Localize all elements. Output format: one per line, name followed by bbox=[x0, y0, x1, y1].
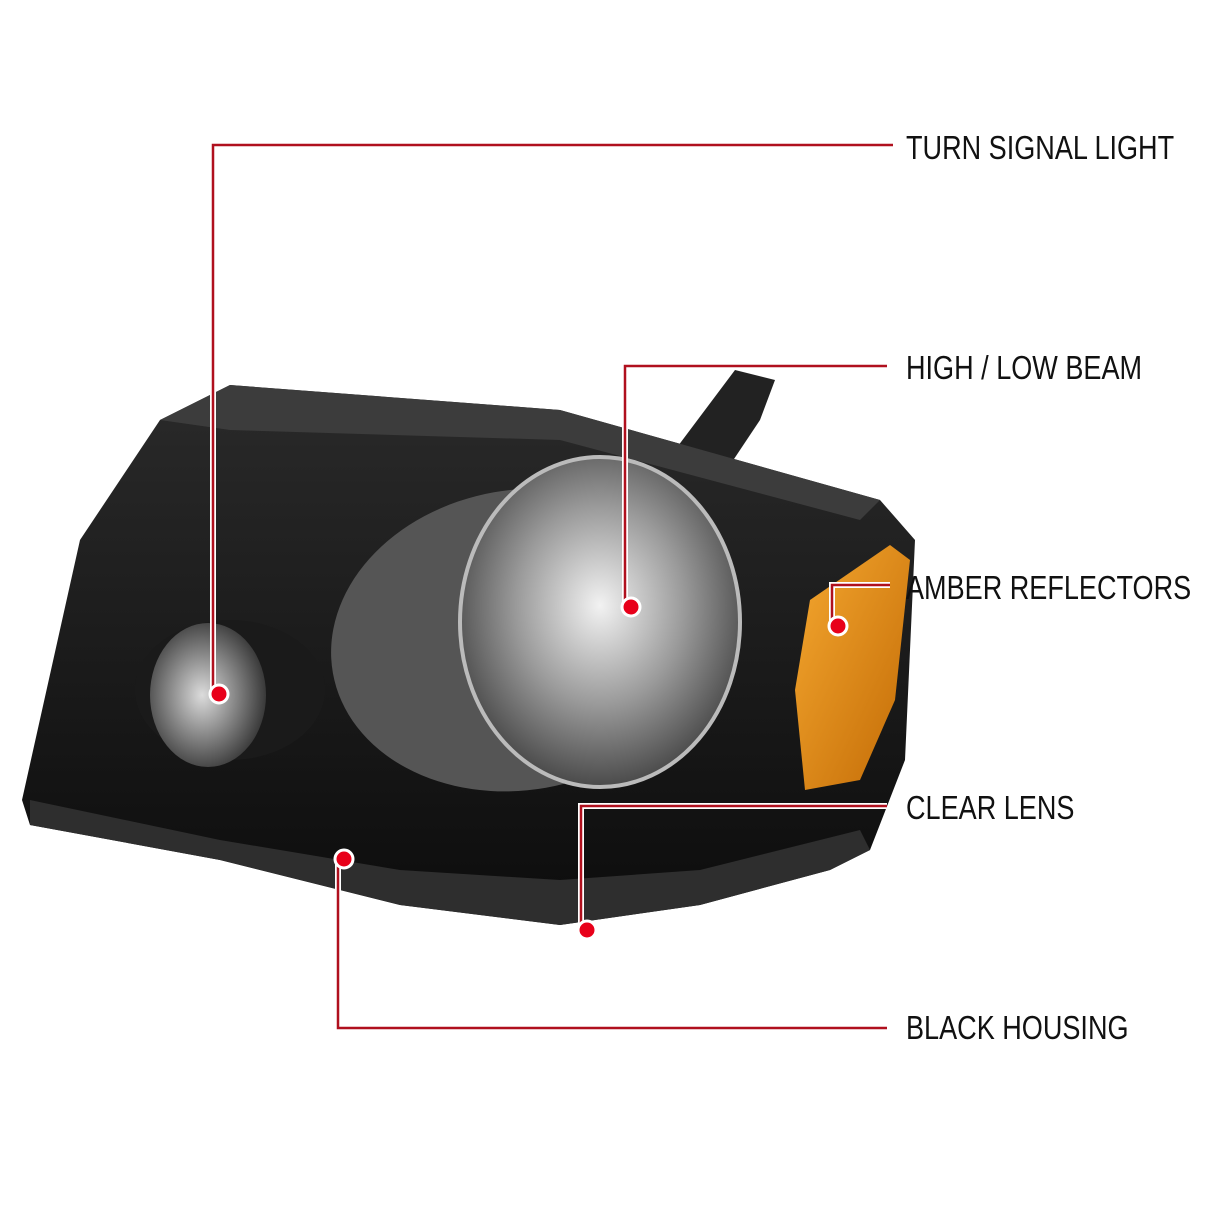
callout-dot-high-low-beam bbox=[620, 596, 642, 618]
label-black-housing: BLACK HOUSING bbox=[906, 1009, 1129, 1046]
lower-trim-strip bbox=[30, 800, 870, 925]
label-clear-lens: CLEAR LENS bbox=[906, 789, 1075, 826]
callout-dot-black-housing bbox=[333, 848, 355, 870]
callout-line-high-low-beam bbox=[623, 364, 887, 607]
callout-line-amber-reflectors bbox=[830, 583, 890, 626]
callout-dot-clear-lens bbox=[576, 919, 598, 941]
callout-line-turn-signal bbox=[211, 143, 893, 694]
callout-line-clear-lens bbox=[579, 804, 887, 930]
top-lens-strip bbox=[160, 385, 880, 520]
turn-signal-lens bbox=[150, 623, 266, 767]
amber-reflector bbox=[795, 545, 910, 790]
callout-line-black-housing bbox=[336, 859, 887, 1030]
callout-dot-turn-signal bbox=[208, 683, 230, 705]
label-turn-signal-light: TURN SIGNAL LIGHT bbox=[906, 129, 1175, 166]
label-amber-reflectors: AMBER REFLECTORS bbox=[906, 569, 1192, 606]
main-beam-lens bbox=[458, 455, 742, 789]
label-high-low-beam: HIGH / LOW BEAM bbox=[906, 349, 1143, 386]
callout-dot-amber-reflectors bbox=[827, 615, 849, 637]
